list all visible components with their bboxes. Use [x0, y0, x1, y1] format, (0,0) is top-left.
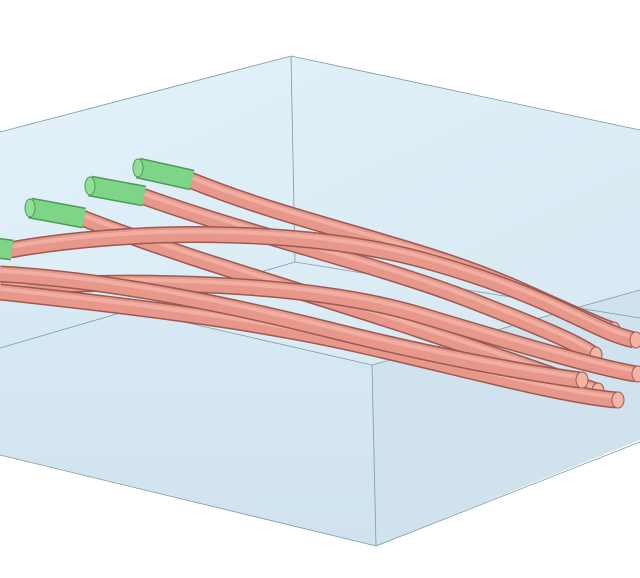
box-front-face: [0, 280, 376, 546]
box-back-vertical-edge: [290, 55, 296, 263]
tube-bundle: [0, 157, 640, 409]
tube-4: [0, 226, 640, 349]
tube-3-tip: [24, 197, 86, 229]
tube-5-end-cap: [631, 365, 640, 383]
tube-7: [0, 265, 589, 389]
box-front-bottom-edge: [0, 441, 640, 547]
tube-4-end-cap: [629, 331, 640, 349]
tube-2-tip: [84, 175, 146, 207]
box-front-vertical-edge: [371, 364, 377, 547]
tube-4-tip: [0, 237, 14, 261]
tube-2: [84, 175, 603, 364]
tube-1-tip: [132, 157, 195, 191]
tube-6-end-cap: [611, 391, 625, 409]
tube-7-end-cap: [575, 371, 589, 389]
